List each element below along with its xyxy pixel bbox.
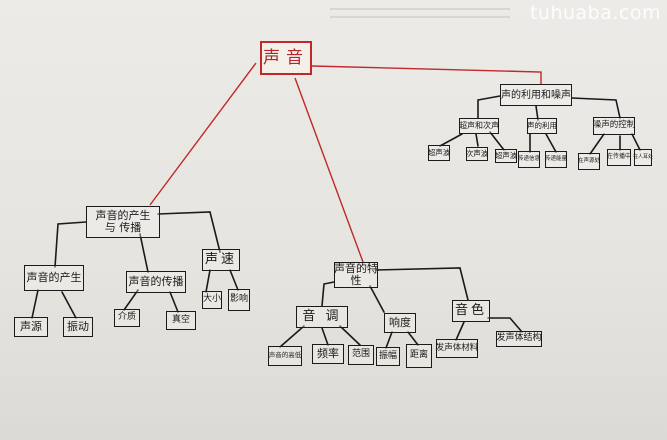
- speed-label: 声速: [204, 251, 237, 267]
- leaf-ultrasonic-label: 超声波: [427, 147, 451, 157]
- leaf-medium-label: 介质: [117, 312, 136, 323]
- noise-control-label: 噪声的控制: [592, 120, 636, 131]
- leaf-amplitude: 振幅: [376, 347, 400, 366]
- leaf-distance: 距离: [406, 344, 432, 368]
- char-right-branch: [375, 267, 469, 301]
- red-link-to-noise: [311, 65, 542, 84]
- leaf-vacuum: 真空: [166, 311, 196, 330]
- propagation-title-line2: 与 传播: [104, 221, 142, 234]
- leaf-ultrasonic: 超声波: [428, 145, 450, 161]
- ultrasound-label: 超声和次声: [459, 120, 499, 130]
- noise-mid-branch: [535, 105, 539, 121]
- ultra-children: [439, 131, 505, 151]
- loudness-node: 响度: [384, 313, 416, 333]
- leaf-vacuum-label: 真空: [171, 314, 190, 325]
- leaf-at-source-label: 在声源处: [578, 158, 601, 165]
- util-children: [529, 133, 557, 153]
- leaf-structure: 发声体结构: [496, 331, 542, 347]
- leaf-speed-influence: 影响: [228, 289, 250, 311]
- timbre-children: [455, 317, 523, 341]
- pitch-node: 音 调: [296, 306, 348, 328]
- leaf-sound-source: 声源: [14, 317, 48, 337]
- prop-right-branch: [157, 211, 221, 253]
- leaf-range-label: 范围: [351, 349, 370, 360]
- utilization-node: 声的利用: [527, 118, 557, 134]
- leaf-sound-source-label: 声源: [20, 319, 42, 333]
- transmission-label: 声音的传播: [128, 274, 184, 288]
- leaf-infrasonic-label: 次声波: [465, 148, 489, 158]
- timbre-node: 音色: [452, 300, 490, 322]
- char-left-branch: [321, 281, 335, 307]
- leaf-infrasonic: 次声波: [466, 147, 488, 161]
- prop-mid-branch: [139, 233, 149, 273]
- leaf-material: 发声体材料: [436, 339, 478, 358]
- trans-children: [123, 289, 179, 313]
- leaf-at-ear-label: 在人耳处: [633, 153, 654, 160]
- leaf-ultra-extra-label: 超声波: [494, 150, 518, 160]
- leaf-pitch-level-label: 声音的高低: [268, 351, 302, 360]
- leaf-range: 范围: [348, 345, 374, 365]
- leaf-speed-influence-label: 影响: [229, 294, 248, 305]
- noise-title: 声的利用和噪声: [501, 89, 571, 101]
- prop-left-branch: [54, 221, 87, 268]
- speed-node: 声速: [202, 249, 240, 271]
- generation-label: 声音的产生: [26, 270, 82, 284]
- leaf-vibration-label: 振动: [67, 319, 89, 333]
- timbre-label: 音色: [454, 302, 487, 318]
- char-mid-branch: [369, 285, 385, 313]
- leaf-vibration: 振动: [63, 317, 93, 337]
- leaf-amplitude-label: 振幅: [378, 350, 397, 361]
- leaf-speed-size: 大小: [202, 291, 222, 309]
- faint-background-text: [330, 2, 510, 20]
- leaf-at-source: 在声源处: [578, 153, 600, 170]
- nc-children: [589, 133, 641, 155]
- leaf-pitch-level: 声音的高低: [268, 346, 302, 366]
- leaf-transmit-info-label: 传递信息: [518, 156, 541, 163]
- leaf-material-label: 发声体材料: [435, 342, 479, 353]
- noise-title-node: 声的利用和噪声: [500, 84, 572, 106]
- watermark: tuhuaba.com: [529, 2, 661, 24]
- leaf-transmit-info: 传递信息: [518, 151, 540, 168]
- leaf-medium: 介质: [114, 309, 140, 327]
- loud-children: [385, 331, 419, 349]
- leaf-frequency: 频率: [312, 344, 344, 364]
- noise-control-node: 噪声的控制: [593, 117, 635, 135]
- noise-left-branch: [477, 95, 501, 119]
- leaf-in-transit-label: 在传播中: [607, 153, 632, 161]
- characteristics-title-line2: 性: [350, 274, 362, 287]
- transmission-node: 声音的传播: [126, 271, 186, 293]
- characteristics-title-line1: 声音的特: [334, 261, 378, 275]
- propagation-title-node: 声音的产生 与 传播: [86, 206, 160, 238]
- generation-node: 声音的产生: [24, 265, 84, 291]
- leaf-transmit-energy-label: 传递能量: [545, 156, 568, 163]
- loudness-label: 响度: [389, 315, 411, 329]
- pitch-children: [279, 325, 361, 348]
- gen-children: [31, 289, 77, 319]
- red-link-to-propagation: [149, 62, 257, 206]
- ultrasound-node: 超声和次声: [459, 118, 499, 134]
- leaf-distance-label: 距离: [409, 350, 428, 361]
- leaf-speed-size-label: 大小: [203, 294, 222, 305]
- leaf-structure-label: 发声体结构: [496, 333, 542, 344]
- root-node: 声音: [260, 41, 312, 75]
- leaf-at-ear: 在人耳处: [633, 149, 654, 166]
- characteristics-title-node: 声音的特 性: [334, 262, 378, 288]
- leaf-frequency-label: 频率: [317, 346, 339, 360]
- propagation-title-line1: 声音的产生: [95, 208, 151, 222]
- leaf-transmit-energy: 传递能量: [545, 151, 567, 168]
- noise-right-branch: [571, 97, 621, 119]
- leaf-ultra-extra: 超声波: [495, 149, 517, 163]
- red-link-to-characteristics: [294, 77, 364, 263]
- speed-children: [205, 269, 239, 293]
- leaf-in-transit: 在传播中: [607, 149, 631, 166]
- root-label: 声音: [263, 47, 309, 68]
- utilization-label: 声的利用: [527, 120, 557, 130]
- pitch-label: 音 调: [302, 308, 342, 324]
